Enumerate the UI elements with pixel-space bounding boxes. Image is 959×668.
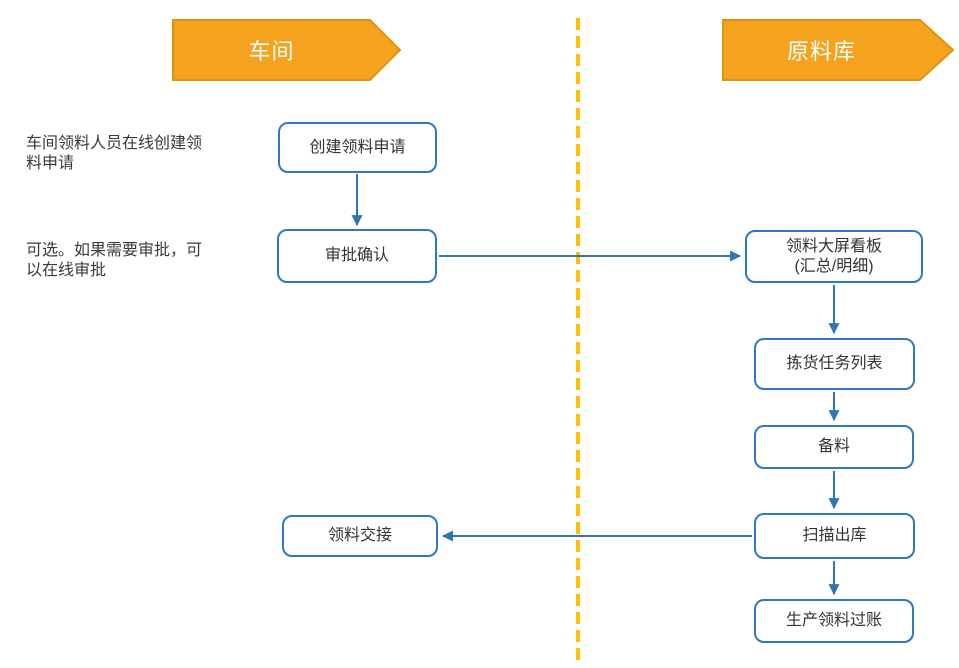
- node-dashboard: 领料大屏看板 (汇总/明细): [745, 230, 923, 283]
- node-scan-outbound: 扫描出库: [754, 513, 915, 559]
- lane-label-workshop: 车间: [248, 39, 295, 64]
- node-handover: 领料交接: [282, 515, 438, 557]
- node-handover-label: 领料交接: [327, 527, 392, 544]
- annotation-optional-approval: 可选。如果需要审批，可 以在线审批: [26, 242, 203, 279]
- lane-label-warehouse: 原料库: [786, 39, 856, 64]
- node-prepare-material: 备料: [754, 425, 914, 469]
- node-approval-confirm: 审批确认: [277, 229, 437, 283]
- node-dashboard-label: 领料大屏看板 (汇总/明细): [785, 237, 882, 275]
- node-approval-confirm-label: 审批确认: [324, 247, 389, 264]
- node-create-request-label: 创建领料申请: [309, 138, 406, 156]
- lane-banner-warehouse: [722, 19, 955, 81]
- node-create-request: 创建领料申请: [278, 122, 437, 173]
- node-scan-outbound-label: 扫描出库: [802, 527, 867, 544]
- lane-banner-workshop: [172, 19, 402, 81]
- node-prepare-material-label: 备料: [817, 438, 850, 455]
- node-production-posting-label: 生产领料过账: [785, 612, 882, 629]
- node-picking-task-list: 拣货任务列表: [754, 338, 915, 390]
- annotation-create-request: 车间领料人员在线创建领 料申请: [26, 135, 203, 172]
- node-picking-task-list-label: 拣货任务列表: [786, 355, 883, 372]
- node-production-posting: 生产领料过账: [754, 599, 914, 643]
